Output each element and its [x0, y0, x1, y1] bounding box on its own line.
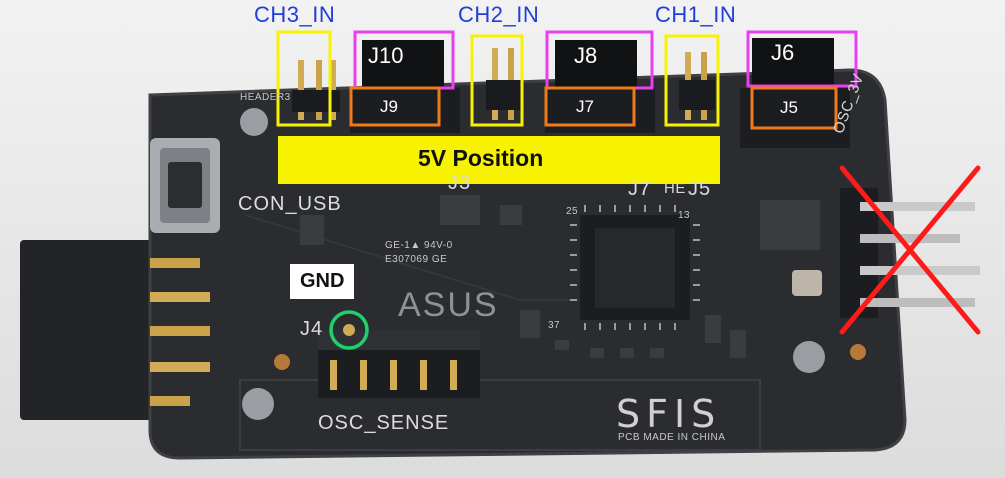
header-j4 [318, 330, 480, 398]
silk-j3: J3 [448, 172, 472, 194]
mounting-hole [793, 341, 825, 373]
gnd-pin [343, 324, 355, 336]
silk-con-usb: CON_USB [238, 193, 342, 215]
ch1-label: CH1_IN [655, 2, 737, 27]
j8-label: J8 [574, 43, 598, 68]
usb-connector [150, 138, 220, 233]
ch1-highlight-box [664, 34, 720, 127]
silk-made-in-china: PCB MADE IN CHINA [618, 432, 726, 443]
red-cross-mark [839, 165, 981, 335]
j7-label: J7 [576, 97, 594, 116]
smd-components [300, 195, 820, 358]
j9-label: J9 [380, 97, 398, 116]
five-volt-position-label: 5V Position [418, 145, 544, 171]
j5-label: J5 [780, 98, 798, 117]
ic-chip [570, 205, 700, 330]
silk-sfis: SFIS [616, 392, 722, 436]
ch2-pins [486, 48, 522, 120]
side-connector-housing [20, 240, 155, 420]
silk-osc-sense: OSC_SENSE [318, 412, 450, 434]
j5-highlight-box [750, 86, 838, 130]
side-pins [150, 258, 210, 406]
silk-pin-25: 25 [566, 206, 579, 217]
silk-brand-logo: ASUS [398, 286, 499, 324]
mounting-hole [240, 108, 268, 136]
j6-label: J6 [771, 40, 795, 65]
silk-j5: J5 [688, 178, 712, 200]
j7-highlight-box [544, 86, 636, 127]
gnd-label: GND [290, 264, 355, 299]
ch1-pins [679, 52, 715, 120]
silk-he: HE [664, 180, 686, 197]
silk-cert-2: E307069 GE [385, 254, 448, 265]
crystal [792, 270, 822, 296]
header-j6-j5 [740, 88, 850, 148]
ch3-highlight-box [276, 30, 332, 127]
gnd-ring [329, 310, 369, 350]
ch2-label: CH2_IN [458, 2, 540, 27]
silk-j4: J4 [300, 318, 324, 340]
ch3-pins [292, 60, 340, 120]
j9-highlight-box [349, 86, 441, 127]
ch2-highlight-box [470, 34, 524, 127]
silk-cert-1: GE-1▲ 94V-0 [385, 240, 453, 251]
mounting-hole [242, 388, 274, 420]
five-volt-banner [278, 136, 720, 184]
silk-pin-37: 37 [548, 320, 561, 331]
silk-j7: J7 [628, 178, 652, 200]
j10-label: J10 [368, 43, 404, 68]
silk-header3: HEADER3 [240, 92, 291, 103]
j6-highlight-box [746, 30, 858, 88]
silk-pin-13: 13 [678, 210, 691, 221]
ch3-label: CH3_IN [254, 2, 336, 27]
